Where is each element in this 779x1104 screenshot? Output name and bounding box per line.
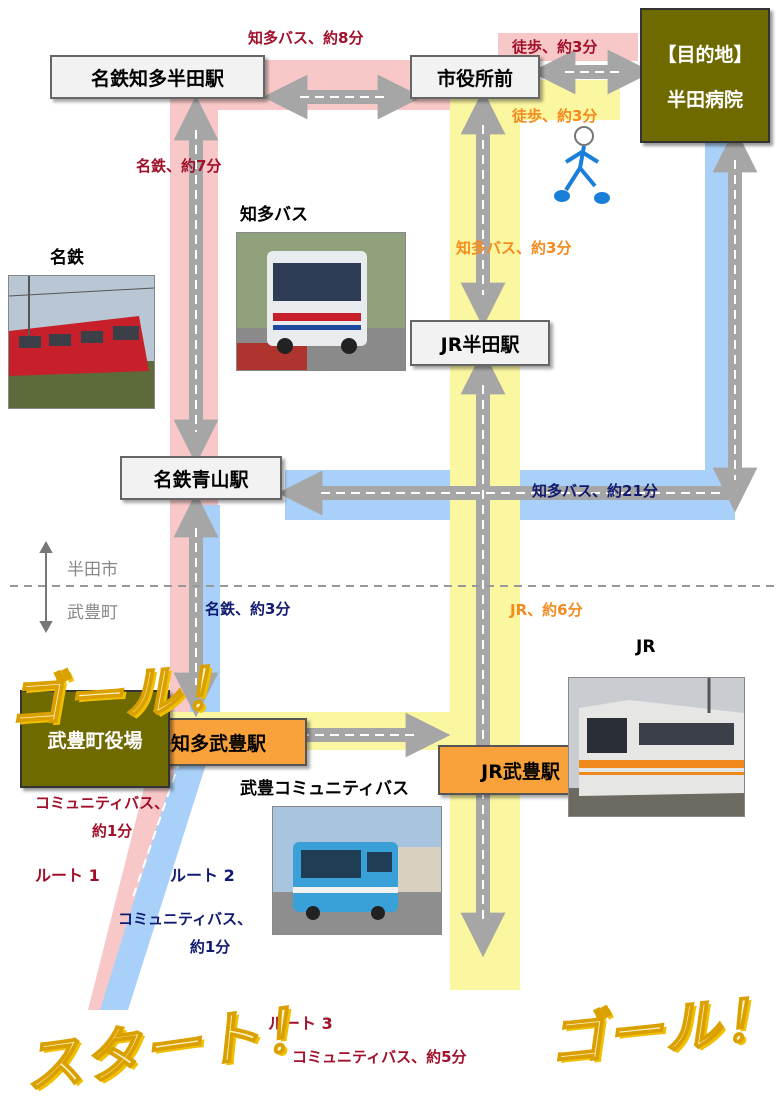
station-meitetsu-aoyama: 名鉄青山駅	[120, 456, 282, 500]
station-shiyakusho-mae: 市役所前	[410, 55, 540, 99]
label-jr-6min: JR、約6分	[510, 601, 583, 619]
handa-hospital-label: 半田病院	[666, 88, 743, 111]
label-chita-bus-3min: 知多バス、約3分	[456, 239, 572, 257]
route3-label: ルート 3	[268, 1014, 333, 1033]
label-community-bus-1min-route1: コミュニティバス、 約1分	[35, 789, 169, 845]
label-meitetsu-7min: 名鉄、約7分	[136, 157, 222, 175]
label-walk-3min-side: 徒歩、約3分	[512, 107, 598, 125]
walking-person-icon	[554, 126, 610, 204]
meitetsu-train-photo	[8, 275, 155, 409]
photo-title-jr: JR	[636, 637, 656, 657]
start-taketoyo-town-hall: 武豊町役場	[20, 690, 170, 788]
label-community-bus-1min-route1-line1: コミュニティバス、	[35, 794, 170, 812]
goal-banner-left: ゴール！	[5, 654, 243, 737]
station-meitetsu-chita-handa: 名鉄知多半田駅	[50, 55, 265, 99]
label-meitetsu-3min: 名鉄、約3分	[205, 600, 291, 618]
label-community-bus-1min-route2-line2: 約1分	[189, 938, 231, 956]
label-chita-bus-8min: 知多バス、約8分	[248, 29, 364, 47]
route1-label: ルート 1	[35, 866, 100, 885]
photo-title-chita-bus: 知多バス	[240, 205, 308, 225]
photo-title-meitetsu: 名鉄	[50, 248, 84, 268]
label-handa-city: 半田市	[67, 560, 118, 580]
label-community-bus-1min-route1-line2: 約1分	[91, 822, 133, 840]
chita-bus-photo	[236, 232, 406, 371]
label-community-bus-1min-route2-line1: コミュニティバス、	[118, 910, 253, 928]
label-taketoyo-town: 武豊町	[67, 603, 118, 623]
destination-handa-hospital: 【目的地】 半田病院	[640, 8, 770, 143]
destination-tag: 【目的地】	[657, 43, 753, 66]
jr-train-photo	[568, 677, 745, 817]
station-jr-handa: JR半田駅	[410, 320, 550, 366]
photo-title-taketoyo-community-bus: 武豊コミュニティバス	[240, 779, 409, 799]
label-chita-bus-21min: 知多バス、約21分	[532, 482, 658, 500]
label-walk-3min-top: 徒歩、約3分	[512, 38, 598, 56]
label-community-bus-5min: コミュニティバス、約5分	[292, 1048, 467, 1066]
label-community-bus-1min-route2: コミュニティバス、 約1分	[118, 905, 252, 961]
route2-label: ルート 2	[170, 866, 235, 885]
community-bus-photo	[272, 806, 442, 935]
boundary-arrow-icon	[39, 540, 53, 634]
